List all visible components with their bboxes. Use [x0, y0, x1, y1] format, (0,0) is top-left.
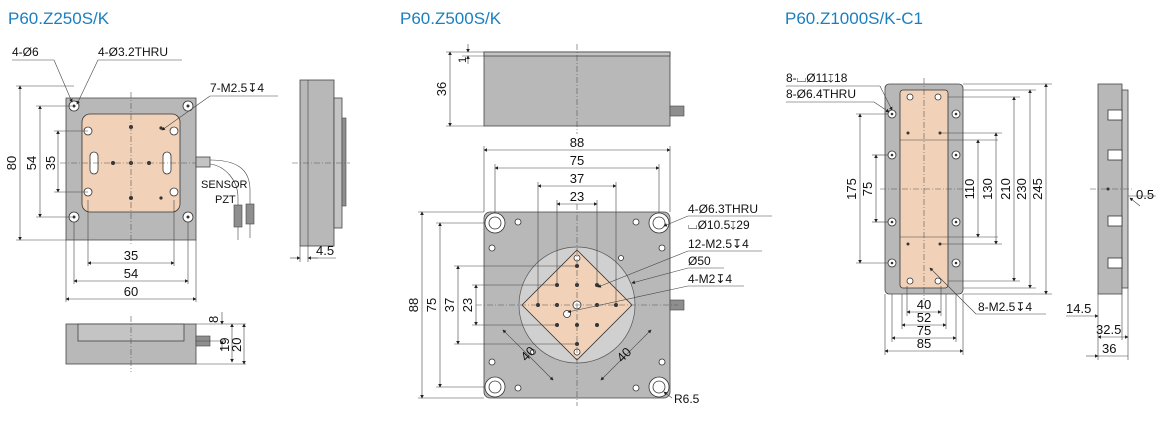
p1-dim-54h: 54	[124, 266, 138, 281]
p2-dim-36: 36	[434, 82, 449, 96]
title-p60-z500: P60.Z500S/K	[400, 9, 502, 28]
p2-dim-23h: 23	[570, 189, 584, 204]
p3-dim-75v: 75	[860, 182, 875, 196]
p3-dim-85: 85	[917, 336, 931, 351]
p3-dim-0-5: 0.5	[1136, 187, 1154, 202]
p1-dim-35v: 35	[43, 156, 58, 170]
p2-tap4-label: 4-M2↧4	[688, 272, 732, 286]
p3-dim-36: 36	[1102, 341, 1116, 356]
p3-dim-245: 245	[1030, 178, 1045, 200]
p2-r65-label: R6.5	[674, 392, 700, 406]
p2-dim-1: 1	[457, 57, 469, 63]
title-p60-z250: P60.Z250S/K	[8, 9, 110, 28]
p1-dim-19: 19	[217, 338, 232, 352]
p1-pzt-connector	[233, 204, 243, 228]
p2-hole-cb-label: ⌴Ø10.5↧29	[688, 218, 750, 232]
p3-dim-32-5: 32.5	[1096, 322, 1121, 337]
p1-pzt-label: PZT	[215, 194, 236, 206]
p3-dim-230: 230	[1014, 178, 1029, 200]
p1-front-view	[65, 316, 211, 372]
p1-sensor-label: SENSOR	[201, 179, 248, 191]
p2-dim-37h: 37	[570, 171, 584, 186]
p2-dim-37v: 37	[442, 298, 457, 312]
p3-dim-75h: 75	[917, 323, 931, 338]
p3-dim-175: 175	[844, 178, 859, 200]
p2-top-view	[476, 204, 685, 406]
p1-hole-a-label: 4-Ø6	[12, 45, 39, 59]
p2-tap12-label: 12-M2.5↧4	[688, 237, 749, 251]
p3-thru-label: 8-Ø6.4THRU	[786, 87, 856, 101]
p1-dim-8: 8	[206, 316, 221, 323]
p2-dim-75v: 75	[424, 298, 439, 312]
p1-dim-20: 20	[229, 338, 244, 352]
p3-dim-210: 210	[998, 178, 1013, 200]
p3-cb-label: 8-⌴Ø11↧18	[786, 71, 848, 85]
p1-dim-54: 54	[24, 156, 39, 170]
p2-side-view	[483, 44, 685, 134]
p2-dim-88v: 88	[406, 298, 421, 312]
p3-dim-110: 110	[962, 179, 977, 200]
title-p60-z1000: P60.Z1000S/K-C1	[785, 9, 923, 28]
p1-dim-60: 60	[124, 284, 138, 299]
p3-top-view	[880, 78, 968, 300]
p3-side-view	[1090, 83, 1132, 295]
p1-dim-35h: 35	[124, 248, 138, 263]
p3-dim-52: 52	[917, 310, 931, 325]
p2-hole-thru-label: 4-Ø6.3THRU	[688, 202, 758, 216]
p1-sensor-connector	[245, 203, 255, 225]
p2-dim-23v: 23	[460, 298, 475, 312]
p3-dim-14-5: 14.5	[1066, 301, 1091, 316]
p1-side-view	[292, 79, 350, 247]
p1-top-view	[60, 92, 255, 246]
p3-dim-40: 40	[917, 297, 931, 312]
p1-dim-4-5: 4.5	[316, 243, 334, 258]
p1-hole-b-label: 4-Ø3.2THRU	[98, 45, 168, 59]
p1-tap-label: 7-M2.5↧4	[210, 81, 264, 95]
p3-tap-label: 8-M2.5↧4	[978, 300, 1032, 314]
p2-dim-75h: 75	[570, 153, 584, 168]
p3-dim-130: 130	[980, 178, 995, 200]
p1-dim-80: 80	[4, 156, 19, 170]
p2-dia50-label: Ø50	[688, 254, 711, 268]
p2-dim-88h: 88	[570, 135, 584, 150]
